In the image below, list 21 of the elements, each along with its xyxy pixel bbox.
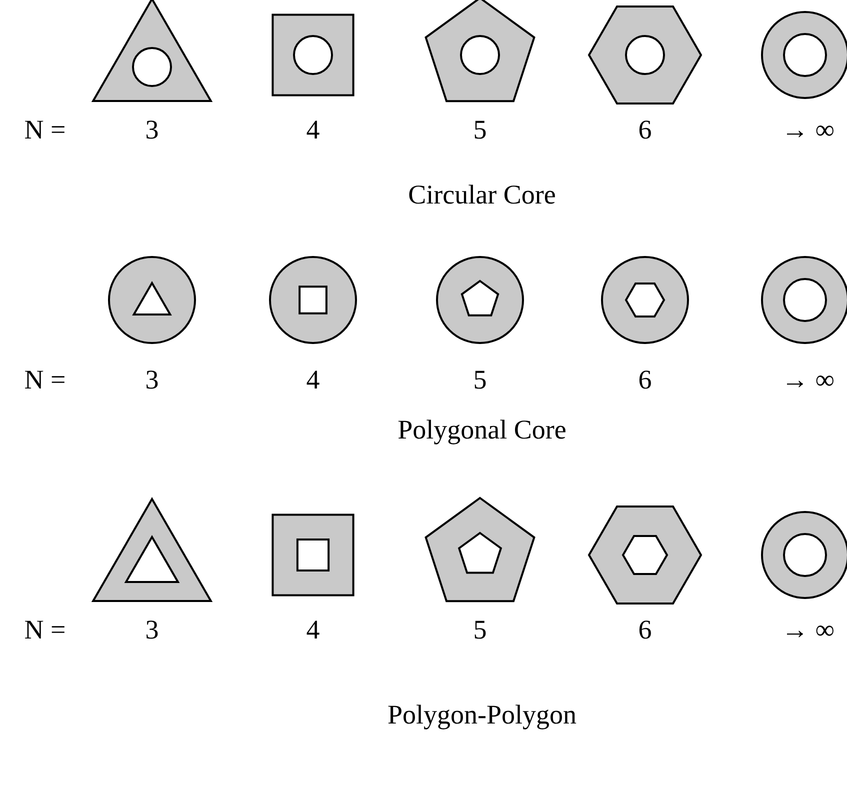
row-caption: Polygon-Polygon	[387, 700, 577, 730]
row-caption: Circular Core	[408, 180, 556, 210]
limit-label: → ∞	[782, 364, 834, 396]
side-count-label: 3	[145, 114, 159, 146]
n-equals-label: N =	[24, 614, 66, 646]
side-count-label: 6	[638, 114, 652, 146]
side-count-label: 5	[473, 114, 487, 146]
limit-label: → ∞	[782, 614, 834, 646]
side-count-label: 5	[473, 614, 487, 646]
side-count-label: 4	[306, 614, 320, 646]
row-caption: Polygonal Core	[398, 414, 566, 446]
side-count-label: 4	[306, 114, 320, 146]
side-count-label: 3	[145, 364, 159, 396]
n-equals-label: N =	[24, 114, 66, 146]
side-count-label: 3	[145, 614, 159, 646]
limit-label: → ∞	[782, 114, 834, 146]
side-count-label: 6	[638, 614, 652, 646]
n-equals-label: N =	[24, 364, 66, 396]
side-count-label: 6	[638, 364, 652, 396]
side-count-label: 5	[473, 364, 487, 396]
side-count-label: 4	[306, 364, 320, 396]
